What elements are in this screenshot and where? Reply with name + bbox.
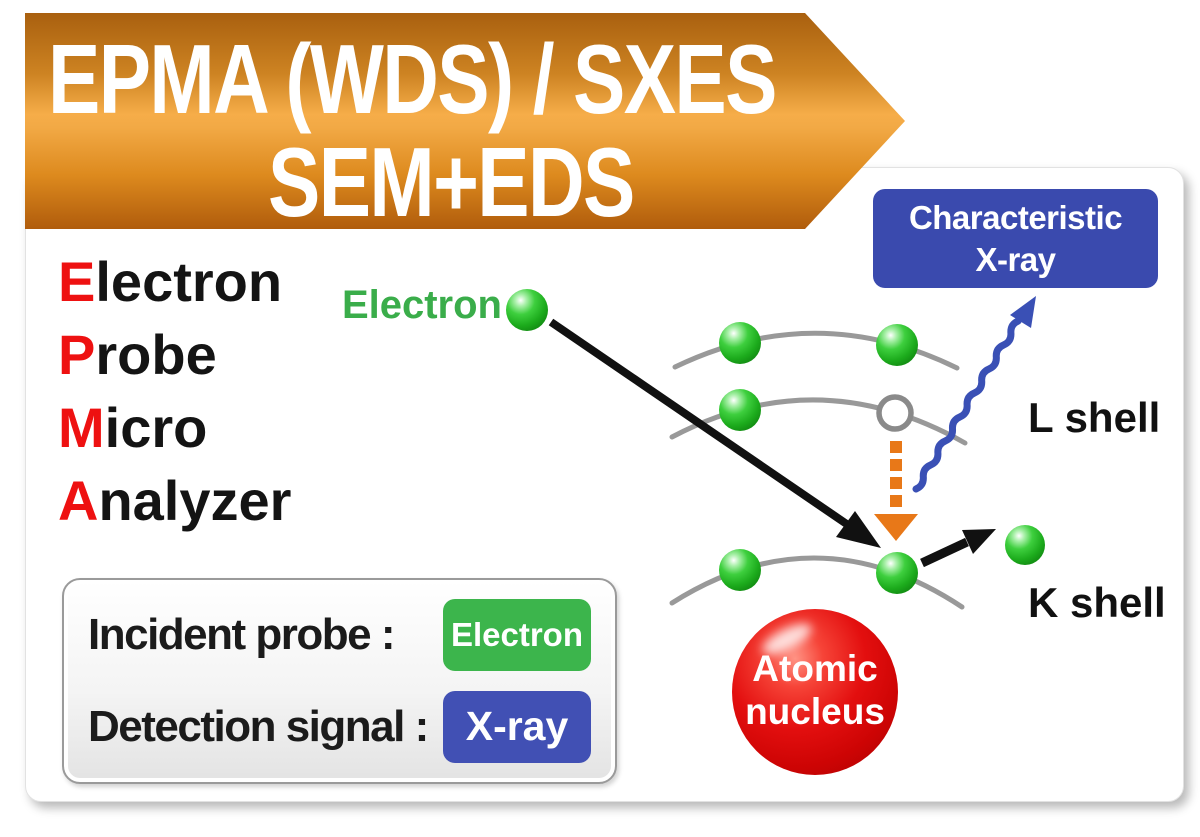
shell-electron-ball bbox=[876, 324, 918, 366]
characteristic-xray-box: Characteristic X-ray bbox=[873, 189, 1158, 288]
acronym-initial: A bbox=[58, 469, 99, 532]
shell-electron-ball bbox=[719, 549, 761, 591]
banner-title-line2: SEM+EDS bbox=[268, 127, 635, 237]
k-shell-label: K shell bbox=[1028, 579, 1166, 626]
incident-electron-label: Electron bbox=[341, 283, 502, 327]
l-shell-label: L shell bbox=[1028, 394, 1161, 441]
outer-shell-arc bbox=[672, 330, 960, 371]
acronym-word-analyzer: Analyzer bbox=[58, 464, 291, 537]
atomic-nucleus: Atomic nucleus bbox=[732, 609, 898, 775]
incident-beam-arrow bbox=[548, 318, 881, 548]
acronym-rest: robe bbox=[95, 323, 217, 386]
acronym-rest: nalyzer bbox=[98, 469, 292, 532]
xray-badge: X-ray bbox=[443, 690, 591, 763]
banner-title-line1: EPMA (WDS) / SXES bbox=[48, 24, 777, 134]
incident-probe-label: Incident probe : bbox=[88, 610, 396, 660]
acronym-word-electron: Electron bbox=[58, 245, 291, 318]
shell-electron-ball bbox=[876, 552, 918, 594]
banner-title: EPMA (WDS) / SXES SEM+EDS bbox=[48, 24, 777, 237]
acronym-initial: E bbox=[58, 250, 96, 313]
shell-electron-ball bbox=[719, 389, 761, 431]
characteristic-xray-wavy-arrow bbox=[912, 296, 1036, 493]
incident-electron-ball bbox=[506, 289, 548, 331]
nucleus-label-line1: Atomic bbox=[752, 648, 878, 689]
l-shell-arc bbox=[669, 397, 968, 446]
k-shell-arc bbox=[669, 555, 965, 610]
acronym-initial: P bbox=[58, 323, 96, 386]
legend-row-incident-probe: Incident probe : Electron bbox=[88, 599, 591, 672]
ejected-electron-arrow bbox=[920, 529, 996, 568]
acronym-initial: M bbox=[58, 396, 105, 459]
epma-acronym: Electron Probe Micro Analyzer bbox=[58, 245, 291, 537]
acronym-word-micro: Micro bbox=[58, 391, 291, 464]
characteristic-xray-line2: X-ray bbox=[975, 241, 1056, 278]
ejected-electron-ball bbox=[1005, 525, 1045, 565]
acronym-rest: icro bbox=[104, 396, 208, 459]
detection-signal-label: Detection signal : bbox=[88, 701, 429, 751]
nucleus-label-line2: nucleus bbox=[745, 691, 885, 732]
acronym-rest: lectron bbox=[95, 250, 283, 313]
legend-box: Incident probe : Electron Detection sign… bbox=[62, 578, 617, 784]
banner-arrow bbox=[25, 13, 905, 229]
electron-badge: Electron bbox=[443, 599, 591, 672]
characteristic-xray-line1: Characteristic bbox=[908, 199, 1123, 236]
electron-transition-dotted-arrow bbox=[874, 441, 918, 541]
shell-electron-ball bbox=[719, 322, 761, 364]
electron-vacancy-circle bbox=[876, 394, 914, 432]
legend-row-detection-signal: Detection signal : X-ray bbox=[88, 690, 591, 763]
acronym-word-probe: Probe bbox=[58, 318, 291, 391]
